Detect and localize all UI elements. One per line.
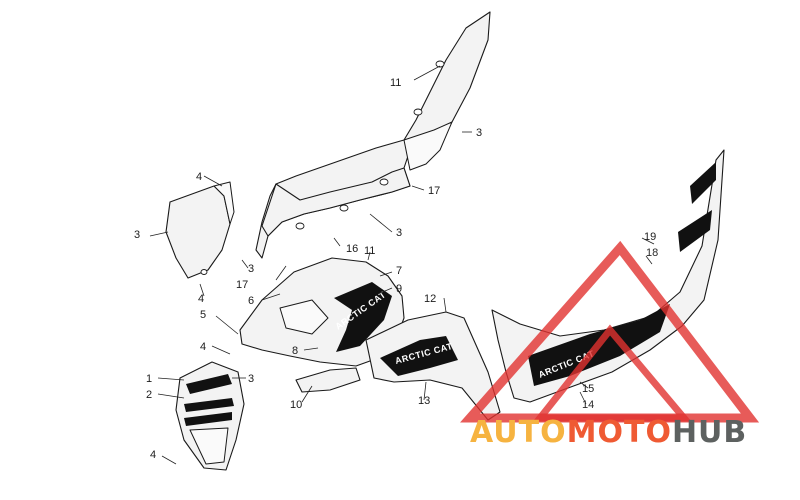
callout-11-mid: 11: [364, 245, 375, 257]
front-hood: ARCTIC CAT: [239, 257, 405, 367]
callout-4-bottom: 4: [150, 449, 156, 461]
callout-3-left: 3: [134, 229, 140, 241]
callout-3-grille: 3: [248, 373, 254, 385]
callout-3-lower: 3: [248, 263, 254, 275]
right-rear-fender: ARCTIC CAT: [491, 149, 725, 403]
callout-labels: 11 3 4 17 3 3 16 11 3 17 7 4 6 9 5 12 19…: [134, 77, 658, 461]
callout-3-top: 3: [476, 127, 482, 139]
callout-7: 7: [396, 265, 402, 277]
rear-side-panel: [255, 11, 491, 259]
callout-18: 18: [646, 247, 658, 259]
callout-14: 14: [582, 399, 594, 411]
callout-10: 10: [290, 399, 302, 411]
watermark-wordmark: AUTOMOTOHUB: [470, 416, 747, 450]
callout-4-mid: 4: [198, 293, 204, 305]
callout-15: 15: [582, 383, 594, 395]
watermark-moto: MOTO: [566, 415, 672, 450]
callout-4-left: 4: [196, 171, 202, 183]
callout-8: 8: [292, 345, 298, 357]
callout-16: 16: [346, 243, 358, 255]
front-grille: [175, 361, 245, 471]
watermark-auto: AUTO: [470, 415, 567, 450]
callout-5: 5: [200, 309, 206, 321]
callout-11-top: 11: [390, 77, 401, 89]
callout-3-mid: 3: [396, 227, 402, 239]
hood-lower-trim: [295, 367, 361, 393]
callout-13: 13: [418, 395, 430, 407]
callout-12: 12: [424, 293, 436, 305]
callout-1: 1: [146, 373, 152, 385]
callout-6: 6: [248, 295, 254, 307]
callout-19: 19: [644, 231, 656, 243]
watermark-logo-mark: [460, 240, 760, 423]
callout-4-grille: 4: [200, 341, 206, 353]
leader-lines: [149, 65, 655, 465]
watermark-hub: HUB: [671, 415, 748, 450]
callout-17-lower: 17: [236, 279, 248, 291]
left-side-cover: [165, 181, 235, 279]
callout-9: 9: [396, 283, 402, 295]
callout-17-right: 17: [428, 185, 440, 197]
callout-2: 2: [146, 389, 152, 401]
